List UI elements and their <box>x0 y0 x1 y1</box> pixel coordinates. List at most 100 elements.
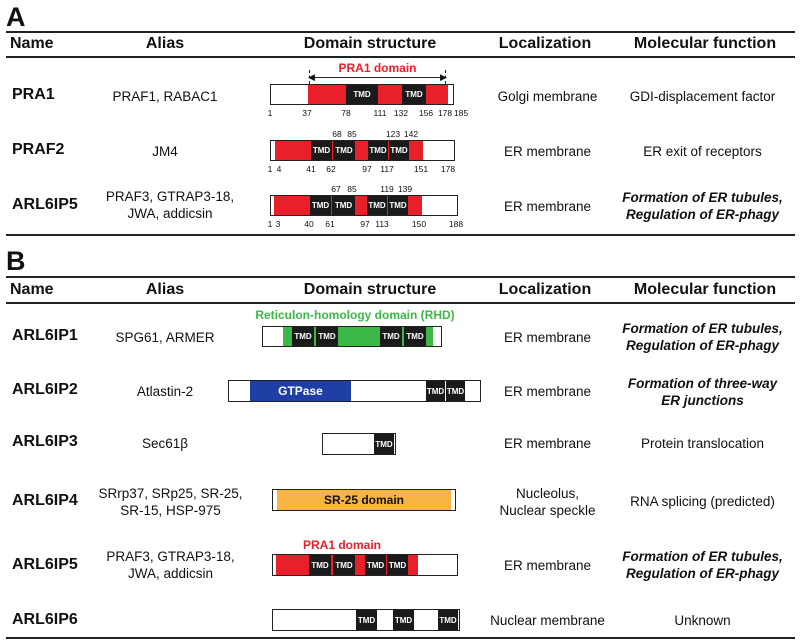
domain-bar: GTPase TMD TMD <box>228 380 481 402</box>
alias-text: PRAF3, GTRAP3-18, <box>106 549 235 564</box>
residue-number: 3 <box>275 219 281 229</box>
arrow-left-icon: ◀ <box>308 72 315 82</box>
residue-number: 117 <box>380 164 394 174</box>
domain-bar: TMD TMD TMD TMD <box>270 195 458 216</box>
protein-name: ARL6IP1 <box>12 327 78 344</box>
tmd-segment: TMD <box>356 610 377 630</box>
rhd-domain-label: Reticulon-homology domain (RHD) <box>255 308 455 322</box>
function-text: Protein translocation <box>640 436 765 451</box>
tmd-segment: TMD <box>380 327 402 346</box>
tmd-segment: TMD <box>387 555 408 575</box>
residue-number: 78 <box>341 108 351 118</box>
residue-number: 37 <box>302 108 312 118</box>
tmd-segment: TMD <box>374 434 394 454</box>
residue-number: 1 <box>267 219 273 229</box>
arrow-right-icon: ▶ <box>440 72 447 82</box>
tmd-segment: TMD <box>388 196 408 215</box>
header-domain: Domain structure <box>303 35 437 52</box>
alias-text: JWA, addicsin <box>127 206 213 221</box>
function-text: Formation of ER tubules, <box>622 190 783 205</box>
tmd-segment: TMD <box>367 196 387 215</box>
tmd-segment: TMD <box>426 381 445 401</box>
residue-number: 185 <box>453 108 469 118</box>
residue-number: 1 <box>267 108 273 118</box>
residue-number: 85 <box>347 129 357 139</box>
tmd-segment: TMD <box>393 610 414 630</box>
alias-text: SR-15, HSP-975 <box>120 503 221 518</box>
function-text: GDI-displacement factor <box>629 89 776 104</box>
domain-bar: TMD TMD TMD TMD <box>262 326 442 347</box>
localization-text: Nuclear speckle <box>499 503 596 518</box>
tmd-segment: TMD <box>402 85 426 104</box>
residue-number: 151 <box>413 164 429 174</box>
tmd-segment: TMD <box>292 327 314 346</box>
residue-number: 67 <box>331 184 341 194</box>
function-text: Regulation of ER-phagy <box>626 207 779 222</box>
sr25-domain: SR-25 domain <box>277 490 451 510</box>
residue-number: 123 <box>385 129 401 139</box>
pra1-domain-label: PRA1 domain <box>302 538 381 552</box>
localization-text: ER membrane <box>503 558 592 573</box>
residue-number: 40 <box>304 219 314 229</box>
header-alias: Alias <box>145 35 185 52</box>
domain-bar: TMD <box>322 433 396 455</box>
protein-name: ARL6IP3 <box>12 433 78 450</box>
domain-boundary <box>445 70 446 84</box>
function-text: ER exit of receptors <box>643 144 762 159</box>
residue-number: 85 <box>347 184 357 194</box>
tmd-segment: TMD <box>438 610 458 630</box>
divider <box>6 56 795 58</box>
alias-text: JM4 <box>152 144 178 159</box>
alias-text: PRAF3, GTRAP3-18, <box>105 189 235 204</box>
tmd-segment: TMD <box>368 141 388 160</box>
header-name: Name <box>10 35 54 52</box>
localization-text: ER membrane <box>503 144 592 159</box>
header-alias: Alias <box>145 281 185 298</box>
pra1-domain-label: PRA1 domain <box>338 61 417 75</box>
header-function: Molecular function <box>633 35 777 52</box>
protein-name: ARL6IP4 <box>12 492 78 509</box>
localization-text: ER membrane <box>503 436 592 451</box>
function-text: Formation of three-way <box>627 376 778 391</box>
header-localization: Localization <box>498 35 592 52</box>
domain-boundary <box>309 70 310 84</box>
tmd-segment: TMD <box>389 141 409 160</box>
panel-label-b: B <box>6 246 26 276</box>
divider <box>6 276 795 278</box>
residue-number: 113 <box>375 219 389 229</box>
domain-span-arrow <box>310 77 445 78</box>
tmd-segment: TMD <box>446 381 465 401</box>
divider <box>6 31 795 33</box>
protein-name: ARL6IP2 <box>12 381 78 398</box>
alias-text: PRAF1, RABAC1 <box>112 89 218 104</box>
domain-bar: TMD TMD TMD TMD <box>272 554 458 576</box>
alias-text: Atlastin-2 <box>136 384 194 399</box>
header-function: Molecular function <box>633 281 777 298</box>
header-domain: Domain structure <box>303 281 437 298</box>
domain-bar: SR-25 domain <box>272 489 456 511</box>
tmd-segment: TMD <box>310 196 331 215</box>
residue-number: 156 <box>418 108 434 118</box>
localization-text: Nuclear membrane <box>490 613 605 628</box>
protein-name: ARL6IP6 <box>12 611 78 628</box>
tmd-segment: TMD <box>404 327 426 346</box>
function-text: Regulation of ER-phagy <box>626 338 779 353</box>
residue-number: 41 <box>306 164 316 174</box>
residue-number: 97 <box>362 164 372 174</box>
residue-number: 119 <box>380 184 394 194</box>
residue-number: 4 <box>276 164 282 174</box>
pra1-domain <box>308 85 448 104</box>
function-text: Formation of ER tubules, <box>622 549 783 564</box>
divider <box>6 637 795 639</box>
alias-text: SRrp37, SRp25, SR-25, <box>98 486 243 501</box>
residue-number: 97 <box>360 219 370 229</box>
function-text: Regulation of ER-phagy <box>626 566 779 581</box>
residue-number: 139 <box>397 184 413 194</box>
tmd-segment: TMD <box>333 141 355 160</box>
residue-number: 1 <box>267 164 273 174</box>
alias-text: Sec61β <box>141 436 189 451</box>
protein-name: ARL6IP5 <box>12 556 78 573</box>
alias-text: SPG61, ARMER <box>115 330 215 345</box>
residue-number: 188 <box>448 219 464 229</box>
residue-number: 142 <box>403 129 419 139</box>
